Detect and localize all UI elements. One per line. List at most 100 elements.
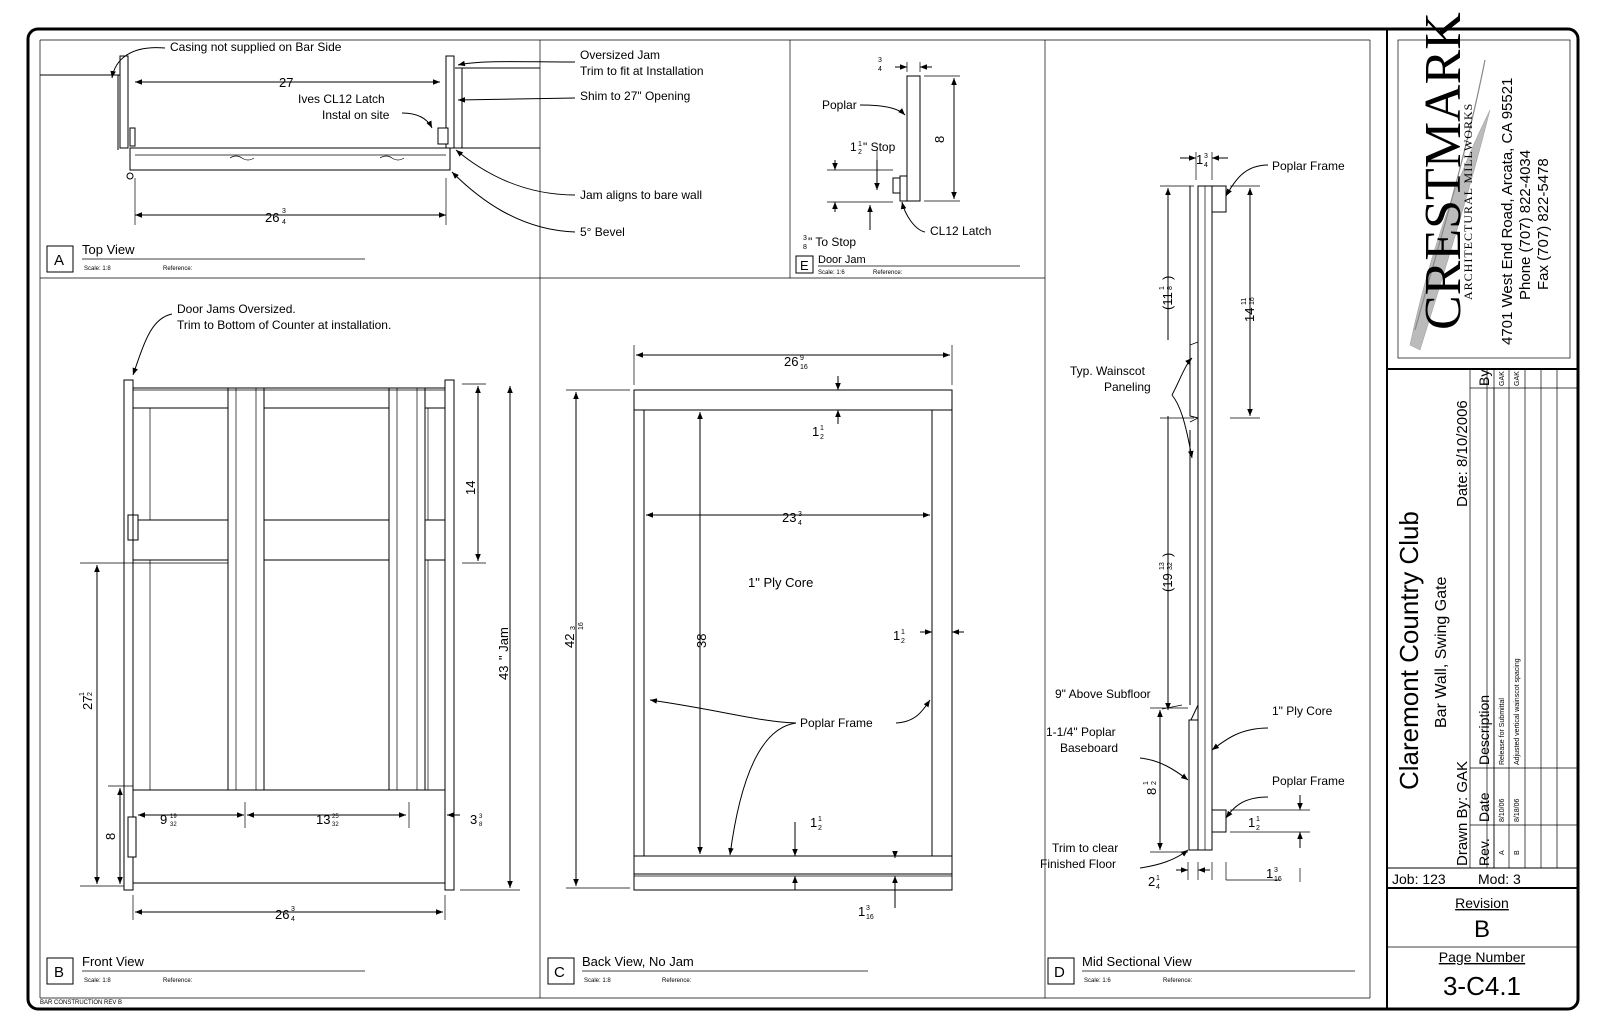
view-c-title: Back View, No Jam [582, 954, 694, 969]
note-oversized-jam: Oversized Jam [580, 48, 660, 62]
sheet-info: Job: 123 Mod: 3 Revision B Page Number 3… [1392, 871, 1526, 1001]
panel-grid [39, 39, 1371, 999]
dim-c-26: 26 [784, 354, 798, 369]
svg-text:2: 2 [1151, 781, 1158, 785]
svg-text:2: 2 [87, 692, 94, 696]
note-ply-core-c: 1" Ply Core [748, 575, 813, 590]
svg-text:2: 2 [1256, 825, 1260, 832]
view-b-text: Door Jams Oversized. Trim to Bottom of C… [79, 302, 511, 923]
note-poplar-frame-c: Poplar Frame [800, 716, 873, 730]
view-c-geometry [566, 345, 964, 908]
dim-c-23: 23 [782, 510, 796, 525]
svg-text:4: 4 [282, 219, 286, 226]
svg-text:16: 16 [1274, 876, 1282, 883]
svg-text:1: 1 [79, 692, 86, 696]
dim-d-1top: 1 [1196, 152, 1203, 167]
sheet-border [26, 27, 1580, 1011]
company-phone: Phone (707) 822-4034 [1517, 150, 1534, 300]
dim-d-14: 14 [1242, 308, 1257, 322]
view-a-text: Casing not supplied on Bar Side Oversize… [170, 40, 704, 239]
svg-text:32: 32 [170, 822, 177, 828]
svg-text:Reference:: Reference: [163, 266, 193, 272]
note-cl12-latch: CL12 Latch [930, 224, 991, 238]
note-jams-oversized: Door Jams Oversized. [177, 302, 296, 316]
dim-c-42: 42 [562, 634, 577, 648]
project-subtitle: Bar Wall, Swing Gate [1433, 576, 1450, 728]
dim-d-8: 8 [1144, 788, 1159, 795]
svg-text:2: 2 [818, 825, 822, 832]
page-number: 3-C4.1 [1443, 971, 1521, 1001]
dim-d-1b: 1 [1266, 866, 1273, 881]
svg-text:1: 1 [1156, 875, 1160, 882]
view-d-text: 1 3 4 Poplar Frame (11 1 8 ) 14 11 16 Ty… [1040, 152, 1345, 891]
logo: CRESTMARK ARCHITECTURAL MILLWORKS [1415, 12, 1475, 330]
svg-text:D: D [1054, 964, 1065, 981]
note-to-stop: " To Stop [808, 235, 856, 249]
view-e-geometry [827, 62, 960, 233]
svg-text:8: 8 [1167, 286, 1174, 290]
svg-text:B: B [54, 964, 64, 981]
svg-text:25: 25 [332, 814, 339, 820]
view-a-geometry [40, 47, 576, 233]
svg-text:By: By [1476, 370, 1492, 386]
svg-text:1: 1 [850, 140, 857, 154]
dim-b-13: 13 [316, 812, 330, 827]
svg-text:1: 1 [820, 425, 824, 432]
svg-text:Adjusted vertical wainscot spa: Adjusted vertical wainscot spacing [1514, 658, 1521, 765]
svg-text:Reference:: Reference: [163, 978, 193, 984]
svg-text:8: 8 [479, 822, 483, 828]
project-date: Date: 8/10/2006 [1454, 400, 1471, 507]
company-fax: Fax (707) 822-5478 [1535, 158, 1552, 290]
svg-text:3: 3 [798, 511, 802, 518]
dim-b-3: 3 [470, 812, 477, 827]
dim-c-1d: 1 [858, 904, 865, 919]
svg-text:Description: Description [1476, 695, 1492, 765]
note-trim-install: Trim to fit at Installation [580, 64, 704, 78]
logo-frame [1397, 39, 1571, 359]
svg-text:4: 4 [878, 66, 882, 73]
svg-text:Scale: 1:8: Scale: 1:8 [84, 266, 111, 272]
svg-text:2: 2 [858, 149, 862, 156]
revision-table: Rev. Date Description By A 8/10/06 Relea… [1476, 370, 1521, 866]
svg-text:16: 16 [1249, 297, 1256, 305]
svg-text:Scale: 1:8: Scale: 1:8 [84, 978, 111, 984]
svg-text:8/18/06: 8/18/06 [1514, 799, 1521, 822]
svg-text:19: 19 [170, 814, 177, 820]
company-sub: ARCHITECTURAL MILLWORKS [1461, 103, 1475, 300]
note-shim: Shim to 27" Opening [580, 89, 690, 103]
svg-text:4: 4 [1204, 162, 1208, 169]
note-trim-clear: Trim to clear [1052, 841, 1118, 855]
view-d-title: Mid Sectional View [1082, 954, 1192, 969]
svg-text:): ) [1160, 553, 1175, 557]
svg-text:Scale: 1:6: Scale: 1:6 [1084, 978, 1111, 984]
svg-text:Scale: 1:6: Scale: 1:6 [818, 270, 845, 276]
note-casing: Casing not supplied on Bar Side [170, 40, 342, 54]
view-e-title: Door Jam [818, 254, 866, 266]
note-ply-core-d: 1" Ply Core [1272, 704, 1333, 718]
svg-text:3: 3 [866, 905, 870, 912]
note-stop: " Stop [863, 140, 896, 154]
svg-text:GAK: GAK [1514, 371, 1521, 386]
dim-d-2: 2 [1148, 874, 1155, 889]
dim-b-8: 8 [103, 833, 118, 840]
note-poplar-frame-top: Poplar Frame [1272, 159, 1345, 173]
dim-b-43: 43 [496, 666, 511, 680]
title-block [1386, 29, 1578, 1009]
svg-text:1: 1 [1143, 781, 1150, 785]
project-title: Claremont Country Club [1394, 511, 1424, 790]
dim-c-1b: 1 [893, 628, 900, 643]
svg-text:Reference:: Reference: [1163, 978, 1193, 984]
note-above-subfloor: 9" Above Subfloor [1055, 687, 1151, 701]
svg-text:1: 1 [818, 816, 822, 823]
svg-text:2: 2 [901, 638, 905, 645]
view-b-label: B Front View Scale: 1:8 Reference: [46, 954, 365, 985]
svg-text:4: 4 [291, 916, 295, 923]
svg-text:3: 3 [479, 814, 483, 820]
footer-note: BAR CONSTRUCTION REV B [40, 1000, 122, 1006]
view-b-title: Front View [82, 954, 145, 969]
svg-text:4: 4 [798, 520, 802, 527]
svg-text:C: C [554, 964, 565, 981]
svg-text:1: 1 [1159, 286, 1166, 290]
svg-text:4: 4 [1156, 884, 1160, 891]
